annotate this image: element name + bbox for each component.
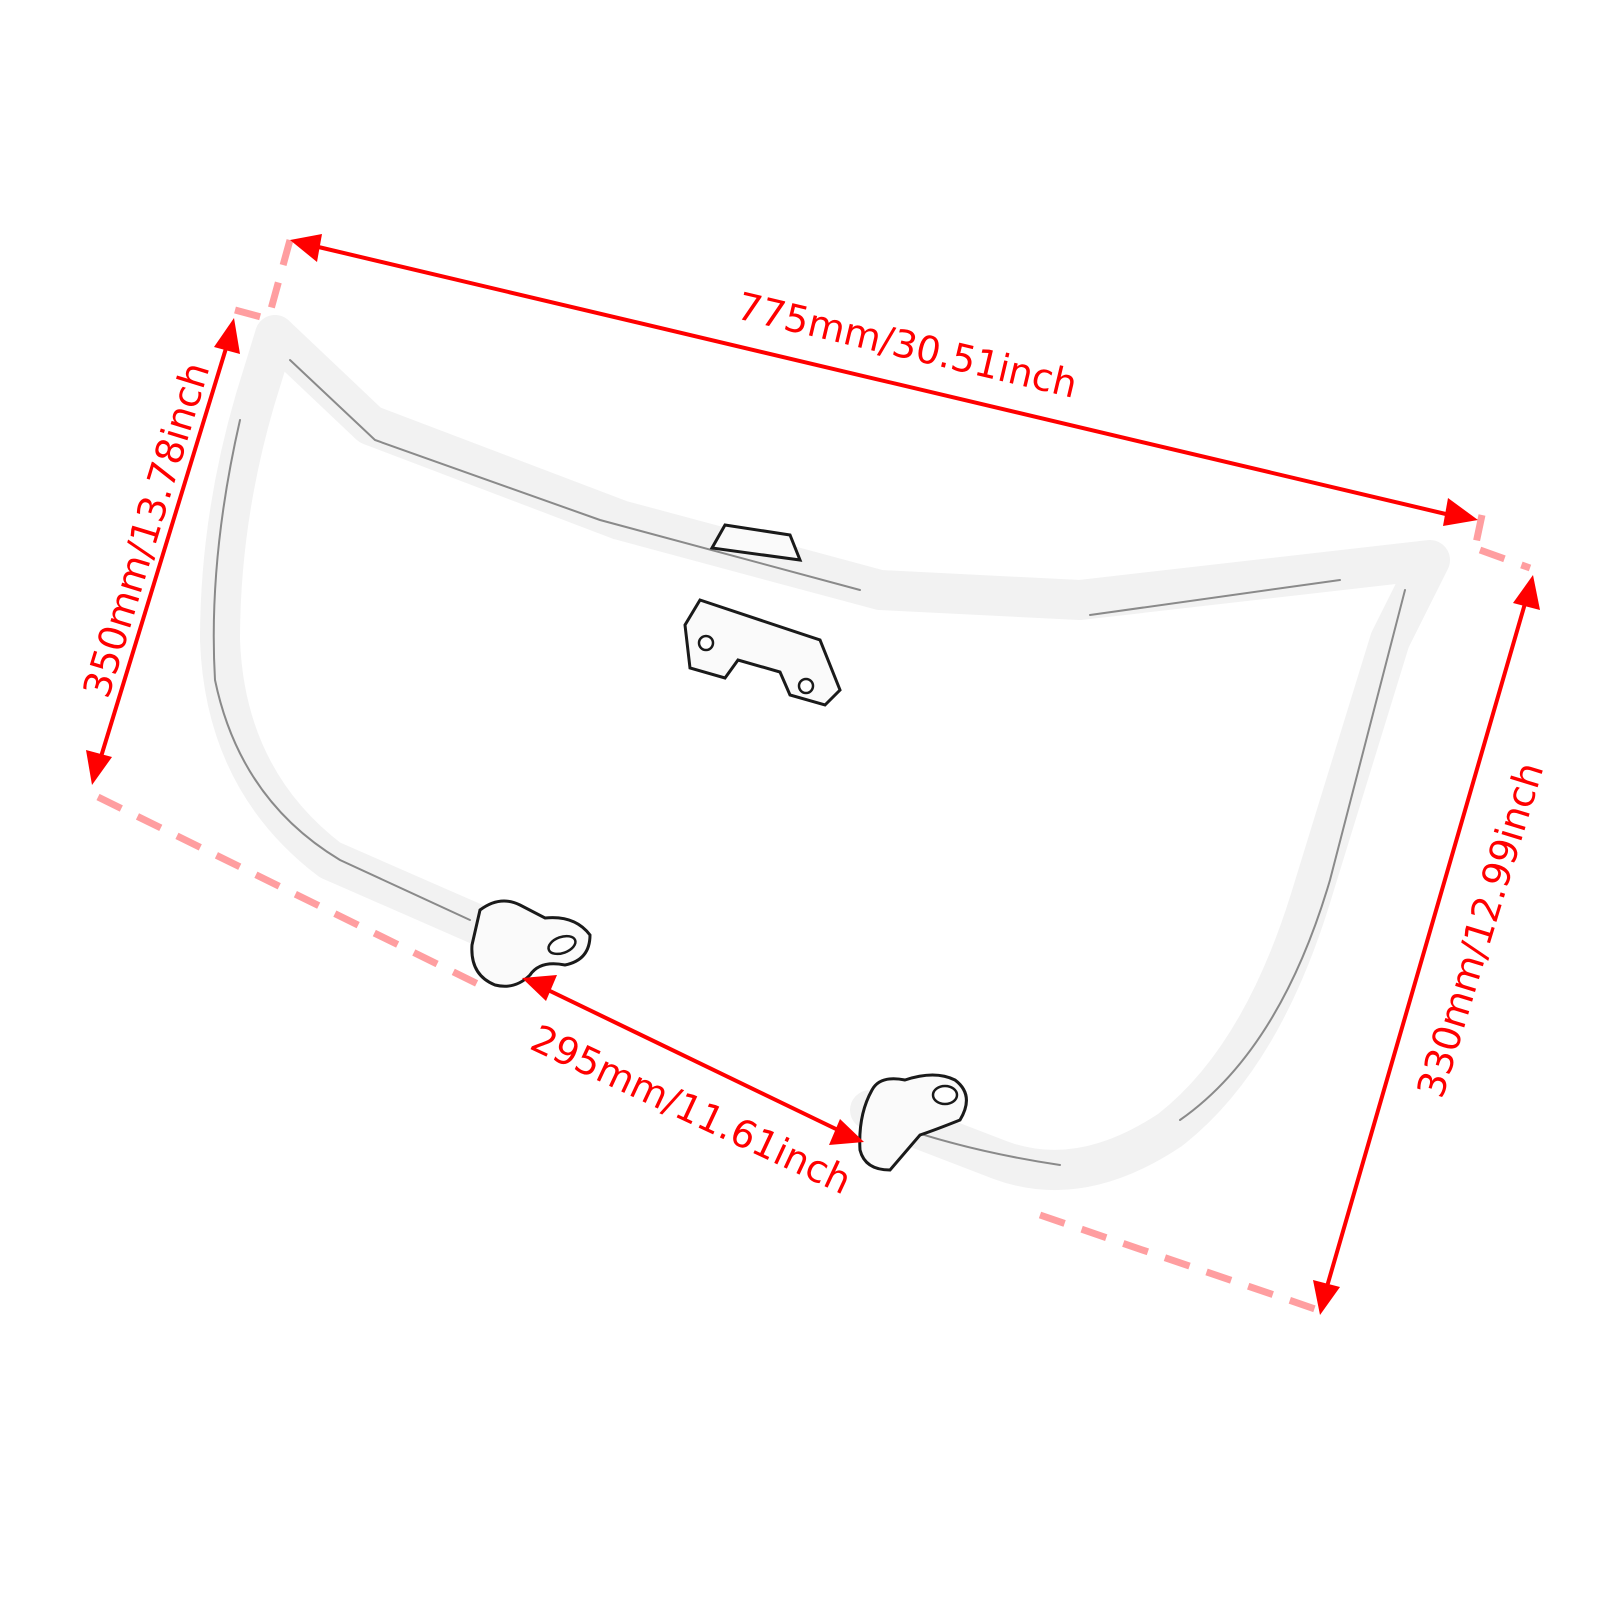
ext-top-left-horizontal <box>234 306 273 324</box>
left-foot-plate <box>470 899 592 988</box>
dimension-right-height: 330mm/12.99inch <box>1313 575 1552 1315</box>
ext-top-right-horizontal <box>1478 546 1532 572</box>
right-foot-plate <box>858 1073 968 1172</box>
ext-top-left-vertical <box>264 239 294 321</box>
arrow-head-icon <box>1443 498 1478 526</box>
ext-top-right-vertical <box>1471 514 1486 549</box>
center-bracket <box>683 523 842 707</box>
bracket-hole-right <box>797 677 815 695</box>
arrow-head-icon <box>214 318 240 354</box>
arrow-head-icon <box>290 234 322 262</box>
arrow-head-icon <box>522 975 557 1001</box>
tube-main <box>200 315 1450 1190</box>
arrow-head-icon <box>1313 1280 1340 1315</box>
arrow-head-icon <box>1513 575 1540 610</box>
dimension-label-left-height: 350mm/13.78inch <box>75 357 219 702</box>
ext-left-bottom <box>96 793 492 994</box>
arrow-head-icon <box>86 750 112 785</box>
arrow-head-icon <box>829 1119 864 1145</box>
bracket-hole-left <box>697 634 715 652</box>
ext-right-bottom <box>1038 1211 1320 1314</box>
dimension-foot-gap: 295mm/11.61inch <box>522 975 864 1203</box>
dimension-label-foot-gap: 295mm/11.61inch <box>524 1016 858 1203</box>
extension-lines <box>96 239 1532 1314</box>
crash-bar-drawing <box>200 315 1450 1190</box>
